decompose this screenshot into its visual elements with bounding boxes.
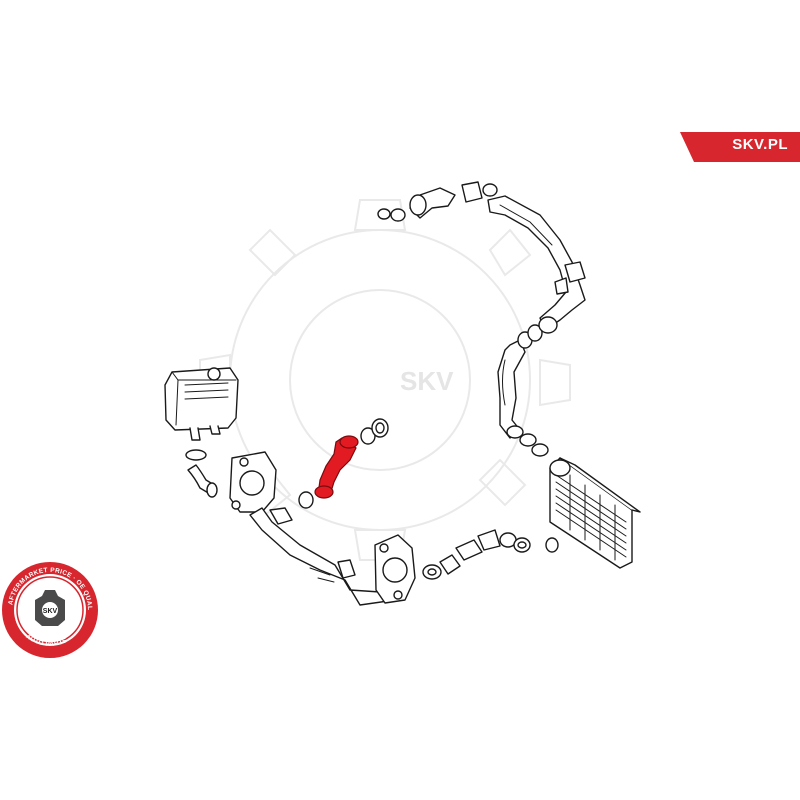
left-flange <box>229 451 277 513</box>
lower-hoses <box>422 529 531 580</box>
seal-top-text: AFTERMARKET PRICE · OE QUALITY <box>0 0 93 610</box>
skv-seal-logo: AFTERMARKET PRICE · OE QUALITY AUTO PART… <box>0 0 98 658</box>
right-flange <box>374 534 416 604</box>
expansion-tank <box>164 367 239 441</box>
brand-label: SKV.PL <box>732 136 788 153</box>
top-hoses <box>377 181 498 222</box>
intercooler <box>545 457 641 569</box>
svg-text:AFTERMARKET PRICE · OE QUALITY: AFTERMARKET PRICE · OE QUALITY <box>0 0 93 610</box>
tank-hose <box>185 449 218 498</box>
hose-clamps-mid <box>298 418 389 509</box>
upper-pipe <box>487 195 586 334</box>
watermark-text: SKV <box>400 366 454 396</box>
highlighted-hose[interactable] <box>314 435 359 499</box>
seal-center-text: SKV <box>43 608 58 615</box>
brand-badge <box>680 132 800 162</box>
right-hose <box>497 324 549 457</box>
